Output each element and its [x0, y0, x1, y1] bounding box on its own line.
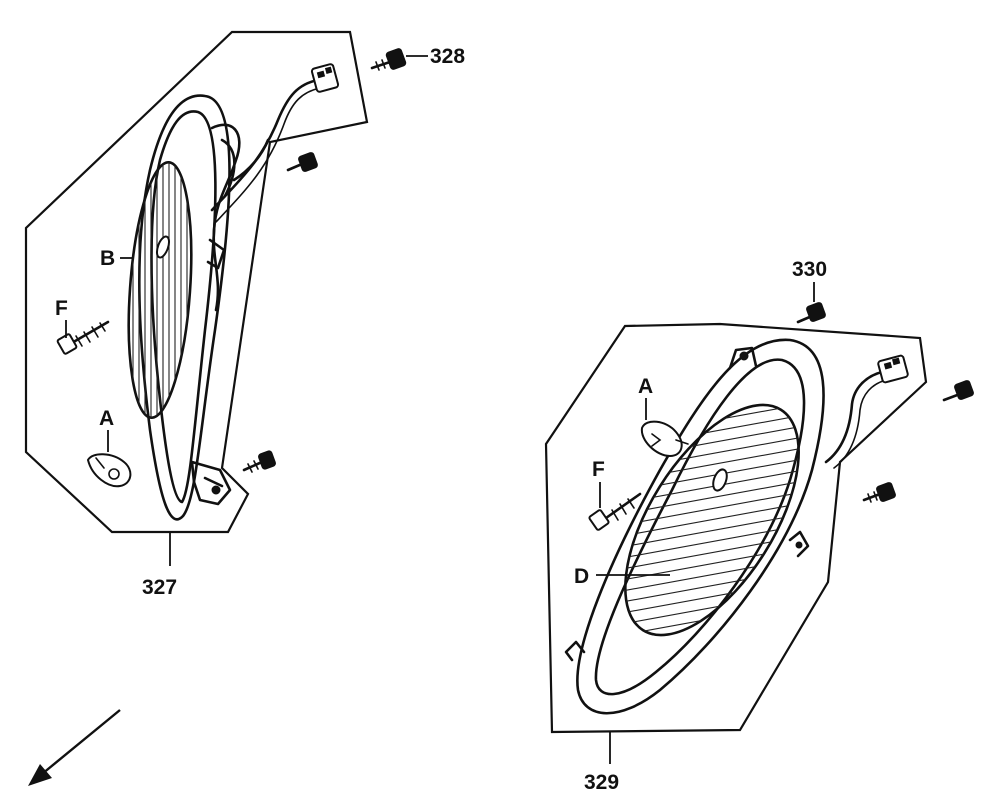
callout-a-left: A [99, 407, 114, 430]
right-bulb-a [640, 420, 689, 458]
right-bolt-outer [942, 380, 974, 402]
callout-f-left: F [55, 297, 68, 320]
left-assembly-outline [24, 30, 369, 534]
right-assembly-outline [544, 322, 928, 734]
bolt-330 [796, 302, 826, 324]
right-wire-lead [824, 370, 884, 464]
arrow-down-left-icon [28, 709, 121, 786]
right-signal-housing [576, 338, 825, 715]
part-number-329: 329 [584, 771, 619, 794]
part-number-330: 330 [792, 258, 827, 281]
part-number-327: 327 [142, 576, 177, 599]
left-wire-lead [210, 78, 320, 212]
right-bolt-inner [862, 482, 896, 503]
right-screw-f [588, 492, 642, 531]
part-number-328: 328 [430, 45, 465, 68]
right-side-tab [788, 530, 810, 558]
left-signal-rim [150, 110, 217, 504]
left-bulb-a [86, 453, 132, 488]
callout-d: D [574, 565, 589, 588]
right-bottom-tab [564, 640, 586, 662]
left-lower-bracket [190, 460, 232, 506]
callout-f-right: F [592, 458, 605, 481]
right-socket-connector [877, 354, 909, 384]
left-signal-housing [138, 94, 231, 521]
right-top-tab [728, 346, 758, 370]
left-socket-connector [310, 63, 340, 93]
right-turn-signal-assembly [544, 322, 974, 734]
left-mount-bolt [242, 450, 276, 473]
callout-a-right: A [638, 375, 653, 398]
right-signal-rim [594, 358, 806, 696]
left-upper-bolt [286, 152, 318, 172]
left-turn-signal-assembly [24, 30, 369, 534]
left-screw-f [56, 320, 110, 355]
callout-b: B [100, 247, 115, 270]
bolt-328 [370, 48, 428, 71]
